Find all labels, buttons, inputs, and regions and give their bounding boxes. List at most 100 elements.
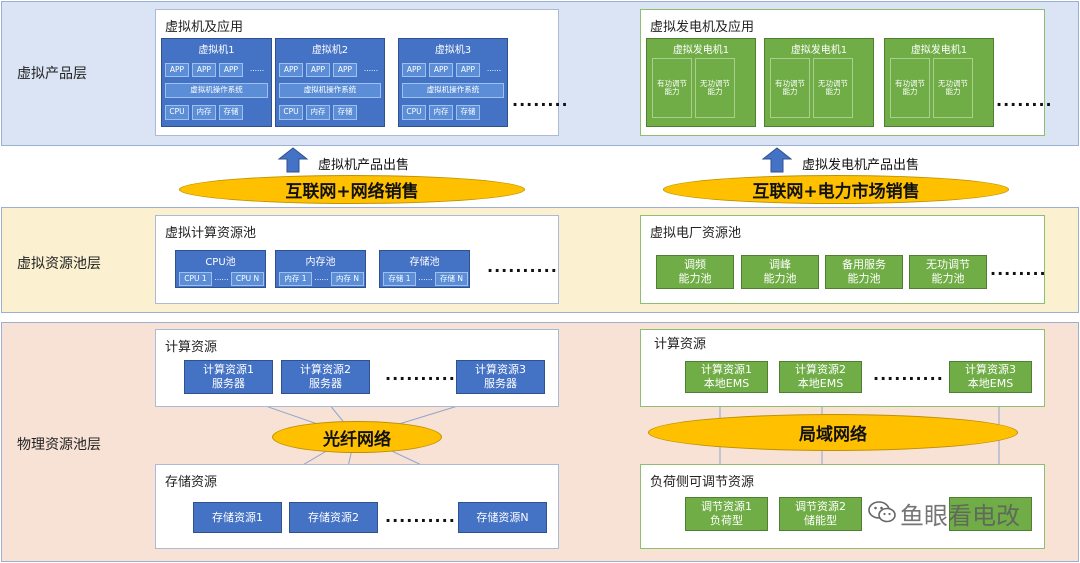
generator-cap: 有功调节 能力 bbox=[890, 58, 930, 118]
vpp-panel-title: 虚拟发电机及应用 bbox=[650, 20, 755, 35]
local-ems-box: 计算资源2 本地EMS bbox=[779, 361, 862, 393]
pool-last-unit: 内存 N bbox=[331, 272, 364, 286]
pool-first-unit: 内存 1 bbox=[279, 272, 312, 286]
vm-hw: 内存 bbox=[306, 105, 330, 120]
vm-app: APP bbox=[306, 63, 330, 77]
vm-app: APP bbox=[219, 63, 243, 77]
pool-name: 内存池 bbox=[305, 257, 336, 268]
pool-dots: ...... bbox=[314, 272, 329, 282]
generator-cap: 无功调节 能力 bbox=[695, 58, 735, 118]
vm-app-dots: ...... bbox=[363, 63, 379, 73]
vm-hw: 存储 bbox=[456, 105, 480, 120]
layer-label-product: 虚拟产品层 bbox=[17, 66, 87, 82]
fiber-network-ellipse: 光纤网络 bbox=[272, 421, 442, 453]
vm-app: APP bbox=[279, 63, 303, 77]
vm-hw: CPU bbox=[279, 105, 303, 120]
local-ems-box: 计算资源1 本地EMS bbox=[685, 361, 768, 393]
vm-sale-label: 虚拟机产品出售 bbox=[318, 158, 410, 173]
vm-box: 虚拟机1 APP APP APP ...... 虚拟机操作系统 CPU 内存 存… bbox=[161, 38, 272, 127]
storage-resource-box: 存储资源N bbox=[458, 502, 547, 533]
vm-app: APP bbox=[456, 63, 480, 77]
physical-compute-title: 计算资源 bbox=[165, 340, 218, 355]
compute-server-more-dots: .......... bbox=[385, 365, 456, 384]
generator-name: 虚拟发电机1 bbox=[672, 45, 730, 56]
pool-first-unit: CPU 1 bbox=[179, 272, 212, 286]
up-arrow-icon bbox=[762, 147, 792, 173]
virtual-generator-box: 虚拟发电机1 有功调节 能力 无功调节 能力 bbox=[884, 38, 994, 127]
vpp-compute-title: 计算资源 bbox=[654, 337, 707, 352]
vm-name: 虚拟机1 bbox=[198, 45, 235, 56]
vm-panel-title: 虚拟机及应用 bbox=[165, 20, 244, 35]
internet-power-market-ellipse: 互联网+电力市场销售 bbox=[663, 175, 1009, 204]
vm-hw: CPU bbox=[165, 105, 189, 120]
vm-app: APP bbox=[192, 63, 216, 77]
pool-name: 存储池 bbox=[409, 257, 440, 268]
local-ems-more-dots: .......... bbox=[873, 365, 944, 384]
vm-app: APP bbox=[333, 63, 357, 77]
vm-hw: 存储 bbox=[333, 105, 357, 120]
pool-last-unit: CPU N bbox=[231, 272, 264, 286]
generator-cap: 有功调节 能力 bbox=[770, 58, 810, 118]
generator-cap: 有功调节 能力 bbox=[652, 58, 692, 118]
reserve-service-pool: 备用服务 能力池 bbox=[825, 255, 903, 289]
storage-resource-box: 存储资源1 bbox=[193, 502, 282, 533]
internet-network-sales-ellipse: 互联网+网络销售 bbox=[179, 175, 525, 204]
compute-server-box: 计算资源3 服务器 bbox=[456, 360, 545, 394]
up-arrow-icon bbox=[278, 147, 308, 173]
compute-pool-title: 虚拟计算资源池 bbox=[165, 226, 257, 241]
pool-dots: ...... bbox=[418, 272, 433, 282]
physical-storage-title: 存储资源 bbox=[165, 475, 218, 490]
storage-pool-box: 存储池 存储 1 ...... 存储 N bbox=[379, 250, 470, 288]
compute-server-box: 计算资源2 服务器 bbox=[281, 360, 370, 394]
vm-app-dots: ...... bbox=[249, 63, 265, 73]
vpp-sale-label: 虚拟发电机产品出售 bbox=[802, 158, 920, 173]
reactive-regulation-pool: 无功调节 能力池 bbox=[909, 255, 987, 289]
vm-hw: 存储 bbox=[219, 105, 243, 120]
vm-app: APP bbox=[429, 63, 453, 77]
generator-cap: 无功调节 能力 bbox=[813, 58, 853, 118]
watermark-text: 鱼眼看电改 bbox=[900, 502, 1020, 530]
vm-hw: 内存 bbox=[192, 105, 216, 120]
generator-name: 虚拟发电机1 bbox=[910, 45, 968, 56]
vm-hw: 内存 bbox=[429, 105, 453, 120]
vm-os: 虚拟机操作系统 bbox=[279, 83, 381, 98]
virtual-generator-box: 虚拟发电机1 有功调节 能力 无功调节 能力 bbox=[764, 38, 874, 127]
pool-last-unit: 存储 N bbox=[435, 272, 468, 286]
vm-box: 虚拟机3 APP APP APP ...... 虚拟机操作系统 CPU 内存 存… bbox=[398, 38, 508, 127]
vpp-more-dots: ........ bbox=[996, 91, 1053, 110]
vm-app: APP bbox=[165, 63, 189, 77]
vm-os: 虚拟机操作系统 bbox=[402, 83, 504, 98]
plant-pool-title: 虚拟电厂资源池 bbox=[650, 226, 742, 241]
compute-pool-more-dots: .......... bbox=[487, 257, 558, 276]
storage-resource-box-vpp: 调节资源2 储能型 bbox=[779, 497, 862, 531]
cpu-pool-box: CPU池 CPU 1 ...... CPU N bbox=[175, 250, 266, 288]
vm-box: 虚拟机2 APP APP APP ...... 虚拟机操作系统 CPU 内存 存… bbox=[275, 38, 385, 127]
vm-more-dots: ........ bbox=[512, 91, 569, 110]
storage-more-dots: .......... bbox=[385, 507, 456, 526]
wechat-icon bbox=[868, 501, 896, 523]
storage-resource-box: 存储资源2 bbox=[289, 502, 378, 533]
compute-server-box: 计算资源1 服务器 bbox=[184, 360, 273, 394]
pool-dots: ...... bbox=[214, 272, 229, 282]
local-ems-box: 计算资源3 本地EMS bbox=[949, 361, 1032, 393]
vm-name: 虚拟机3 bbox=[434, 45, 472, 56]
plant-pool-more-dots: ........ bbox=[990, 260, 1047, 279]
load-side-title: 负荷侧可调节资源 bbox=[650, 475, 755, 490]
peak-regulation-pool: 调峰 能力池 bbox=[741, 255, 819, 289]
vm-app-dots: ...... bbox=[486, 63, 502, 73]
layer-label-pool: 虚拟资源池层 bbox=[17, 256, 101, 272]
generator-name: 虚拟发电机1 bbox=[790, 45, 848, 56]
vm-name: 虚拟机2 bbox=[311, 45, 349, 56]
load-resource-box: 调节资源1 负荷型 bbox=[685, 497, 768, 531]
vm-hw: CPU bbox=[402, 105, 426, 120]
lan-network-ellipse: 局域网络 bbox=[648, 414, 1018, 451]
vm-os: 虚拟机操作系统 bbox=[165, 83, 268, 98]
frequency-regulation-pool: 调频 能力池 bbox=[656, 255, 734, 289]
generator-cap: 无功调节 能力 bbox=[933, 58, 973, 118]
layer-label-physical: 物理资源池层 bbox=[17, 437, 101, 453]
memory-pool-box: 内存池 内存 1 ...... 内存 N bbox=[275, 250, 366, 288]
virtual-generator-box: 虚拟发电机1 有功调节 能力 无功调节 能力 bbox=[646, 38, 756, 127]
vm-app: APP bbox=[402, 63, 426, 77]
load-resource-box-obscured bbox=[949, 497, 1032, 531]
pool-first-unit: 存储 1 bbox=[383, 272, 416, 286]
